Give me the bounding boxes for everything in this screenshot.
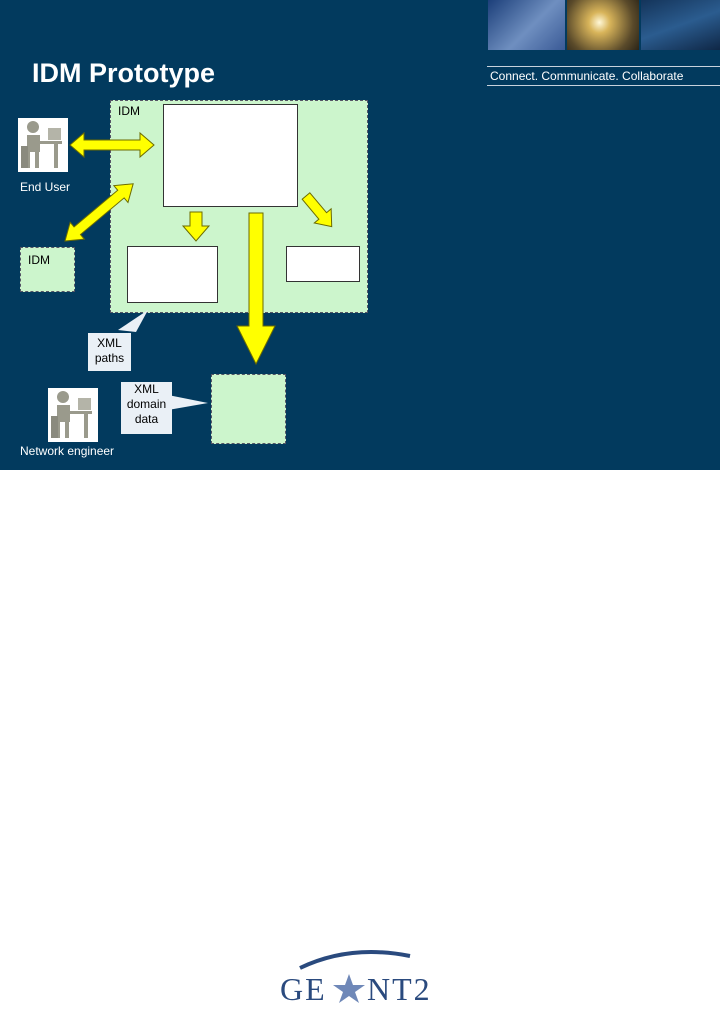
xml-paths-note: XML paths — [88, 333, 131, 371]
footer: GE NT2 — [0, 470, 720, 1007]
long-down-arrow — [236, 212, 276, 366]
small-diagonal-arrow — [301, 192, 333, 228]
header-photo-light — [567, 0, 639, 50]
geant2-logo: GE NT2 — [270, 948, 430, 1007]
idm-main-label: IDM — [118, 104, 140, 118]
slide-background: IDM Prototype Connect. Communicate. Coll… — [0, 0, 720, 470]
svg-text:NT2: NT2 — [367, 971, 430, 1006]
page-title: IDM Prototype — [32, 58, 216, 88]
network-engineer-icon — [48, 388, 98, 442]
header-photo-network — [641, 0, 720, 50]
svg-text:GE: GE — [280, 971, 327, 1006]
double-arrow-diagonal — [64, 183, 134, 242]
small-down-arrow — [181, 211, 211, 242]
idm-inner-box-left — [127, 246, 218, 303]
idm-small-box — [20, 247, 75, 292]
idm-small-label: IDM — [28, 253, 50, 267]
tagline: Connect. Communicate. Collaborate — [490, 69, 684, 83]
domain-data-box — [211, 374, 286, 444]
xml-domain-data-note: XML domain data — [121, 382, 172, 434]
end-user-label: End User — [20, 180, 71, 194]
note-pointers — [118, 310, 208, 410]
network-engineer-label: Network engineer — [20, 444, 115, 458]
header-photo-flag — [488, 0, 565, 50]
idm-inner-box-top — [163, 104, 298, 207]
end-user-icon — [18, 118, 68, 172]
idm-inner-box-right — [286, 246, 360, 282]
tagline-bar: Connect. Communicate. Collaborate — [487, 66, 720, 86]
double-arrow-horizontal — [69, 131, 155, 159]
arrows-layer — [64, 131, 333, 366]
